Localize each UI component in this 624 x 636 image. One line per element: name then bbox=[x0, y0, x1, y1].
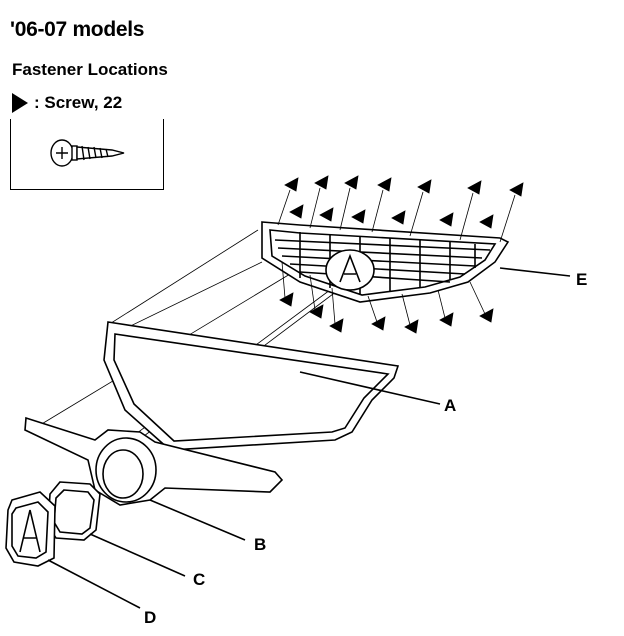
screw-legend-box bbox=[10, 119, 164, 190]
screw-marker-icon bbox=[329, 287, 344, 333]
callout-a: A bbox=[444, 396, 457, 415]
screw-marker-icon bbox=[351, 209, 366, 224]
grille-assembly-e bbox=[261, 221, 571, 303]
triangle-marker-icon bbox=[12, 93, 28, 113]
screw-marker-icon bbox=[469, 281, 494, 323]
screw-marker-icon bbox=[309, 175, 329, 229]
screw-markers bbox=[277, 175, 524, 334]
screw-marker-icon bbox=[309, 274, 324, 319]
screw-marker-icon bbox=[319, 207, 334, 222]
fastener-locations-heading: Fastener Locations bbox=[12, 60, 168, 79]
callout-c: C bbox=[193, 570, 206, 589]
screw-marker-icon bbox=[339, 175, 359, 231]
screw-marker-icon bbox=[277, 177, 299, 226]
screw-marker-icon bbox=[479, 214, 494, 229]
frame-molding-a bbox=[103, 321, 441, 451]
legend-label: : Screw, 22 bbox=[34, 93, 123, 112]
screw-marker-icon bbox=[459, 180, 482, 241]
screw-marker-icon bbox=[439, 212, 454, 227]
screw-marker-icon bbox=[499, 182, 524, 243]
screw-marker-icon bbox=[409, 179, 432, 237]
screw-marker-icon bbox=[437, 289, 454, 327]
callout-d: D bbox=[144, 608, 157, 627]
screw-marker-icon bbox=[391, 210, 406, 225]
screw-marker-icon bbox=[401, 293, 419, 334]
screw-icon bbox=[50, 139, 125, 167]
screw-marker-icon bbox=[289, 204, 304, 219]
screw-marker-icon bbox=[371, 177, 392, 233]
emblem-d bbox=[5, 491, 141, 609]
legend: : Screw, 22 bbox=[12, 92, 122, 114]
screw-marker-icon bbox=[367, 295, 386, 331]
screw-marker-icon bbox=[279, 261, 294, 307]
diagram-title: '06-07 models bbox=[10, 18, 145, 41]
callout-b: B bbox=[254, 535, 267, 554]
callout-e: E bbox=[576, 270, 588, 289]
emblem-base-b bbox=[24, 416, 284, 541]
